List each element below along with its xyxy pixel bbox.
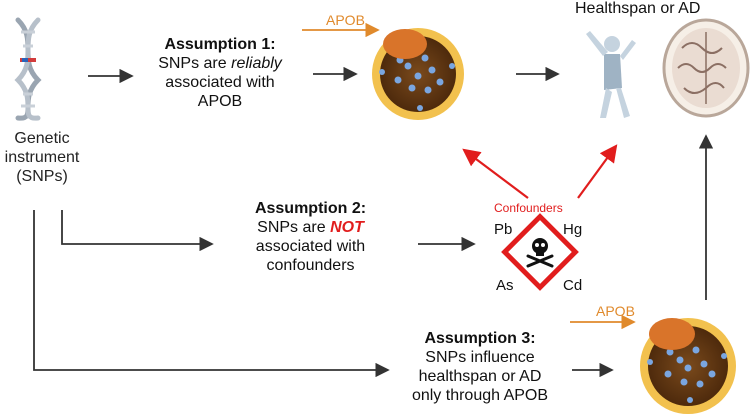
- metal-as: As: [496, 277, 514, 294]
- assumption2-text: Assumption 2: SNPs are NOT associated wi…: [254, 200, 367, 274]
- metal-pb: Pb: [494, 221, 513, 238]
- person-stretching-icon: [586, 31, 636, 118]
- apob-label-top: APOB: [326, 12, 365, 28]
- apob-lipoprotein-icon: [372, 28, 464, 120]
- genetic-instrument-label: Genetic instrument (SNPs): [4, 130, 80, 185]
- assumption3-text: Assumption 3: SNPs influence healthspan …: [411, 330, 549, 404]
- dna-icon: [14, 17, 42, 121]
- metal-cd: Cd: [563, 277, 583, 294]
- outcome-label: Healthspan or AD: [575, 0, 701, 17]
- confounder-arrow-left: [462, 148, 529, 199]
- apob-lipoprotein-icon-bottom: [640, 318, 736, 414]
- apob-label-bottom: APOB: [596, 303, 635, 319]
- toxic-hazard-icon: [501, 213, 579, 291]
- brain-icon: [662, 18, 750, 118]
- arrow-snp-to-assumption2: [61, 210, 214, 252]
- arrow-snp-to-assumption3: [33, 210, 390, 378]
- assumption1-text: Assumption 1: SNPs are reliably associat…: [158, 36, 282, 110]
- confounder-arrow-right: [577, 144, 618, 199]
- metal-hg: Hg: [563, 221, 583, 238]
- confounders-label: Confounders: [494, 201, 563, 215]
